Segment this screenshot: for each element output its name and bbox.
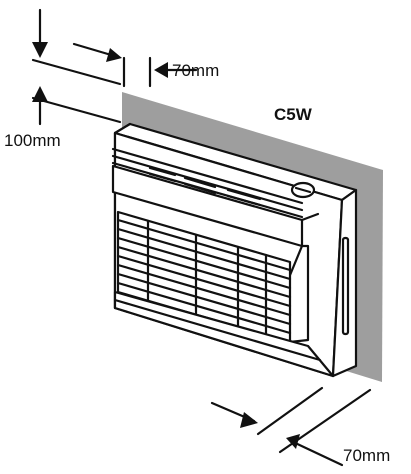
top-clearance-label: 70mm — [172, 61, 220, 80]
grille-wire — [116, 281, 292, 335]
louvre-slot — [226, 188, 262, 201]
grille-wire — [116, 227, 292, 281]
louvre-slot — [148, 172, 177, 183]
above-clearance-label: 100mm — [4, 131, 61, 150]
top-ridge — [111, 154, 304, 212]
height-extension-line — [31, 58, 122, 86]
louvre-slot — [148, 166, 177, 177]
arrowhead — [32, 42, 48, 58]
side-vent — [341, 236, 350, 336]
arrowhead — [286, 434, 300, 449]
grille-wire — [116, 272, 292, 326]
louvre-slot — [226, 194, 262, 207]
arrowhead — [32, 86, 48, 102]
depth-arrow — [289, 439, 344, 467]
grille-wire — [116, 236, 292, 290]
bottom-tray — [113, 290, 335, 378]
arrowhead — [240, 412, 258, 428]
grille-wire — [116, 263, 292, 317]
louvre-slot — [183, 182, 217, 195]
top-ridge — [111, 147, 304, 205]
depth-extension-line — [256, 386, 324, 436]
arrowhead — [154, 62, 168, 78]
grille-wire — [116, 218, 292, 272]
grille-wire — [116, 245, 292, 299]
grille-wire — [116, 254, 292, 308]
canopy-edge — [300, 212, 320, 222]
bottom-clearance-label: 70mm — [343, 446, 391, 465]
control-knob — [294, 186, 312, 194]
arrowhead — [106, 48, 122, 62]
louvre-slot — [183, 176, 217, 189]
model-label: C5W — [274, 105, 312, 124]
bottom-tray — [113, 298, 322, 362]
